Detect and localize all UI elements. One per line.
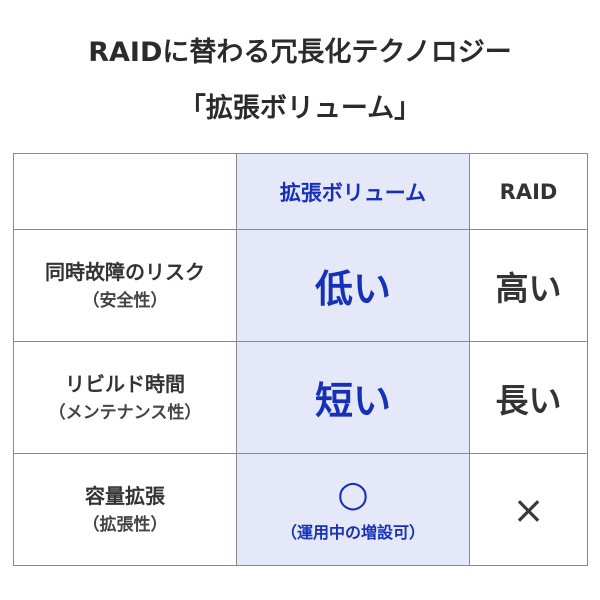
raid-cell: 長い (469, 341, 588, 454)
page-title-line1: RAIDに替わる冗長化テクノロジー (88, 37, 512, 68)
table-row: 容量拡張 （拡張性） ○ （運用中の増設可） × (13, 453, 588, 566)
circle-mark-icon: ○ (337, 473, 369, 515)
header-extended-volume: 拡張ボリューム (236, 153, 470, 230)
extended-volume-cell: 短い (236, 341, 470, 454)
row-label-main: リビルド時間 (65, 371, 185, 396)
header-extended-volume-label: 拡張ボリューム (279, 180, 427, 205)
row-label-sub: （拡張性） (82, 514, 168, 535)
row-label-cell: 同時故障のリスク （安全性） (13, 229, 237, 342)
row-label-cell: 容量拡張 （拡張性） (13, 453, 237, 566)
comparison-table: 拡張ボリューム RAID 同時故障のリスク （安全性） 低い 高い リビルド時間… (13, 153, 588, 566)
extended-volume-cell: ○ （運用中の増設可） (236, 453, 470, 566)
header-raid: RAID (469, 153, 588, 230)
table-header-row: 拡張ボリューム RAID (13, 153, 588, 230)
raid-cell: 高い (469, 229, 588, 342)
table-row: リビルド時間 （メンテナンス性） 短い 長い (13, 341, 588, 454)
row-label-main: 同時故障のリスク (45, 259, 205, 284)
extended-volume-value: 低い (314, 267, 391, 311)
extended-volume-note: （運用中の増設可） (280, 522, 425, 542)
table-row: 同時故障のリスク （安全性） 低い 高い (13, 229, 588, 342)
cross-mark-icon: × (512, 487, 545, 532)
row-label-sub: （安全性） (82, 290, 168, 311)
extended-volume-value: 短い (314, 379, 391, 423)
extended-volume-cell: 低い (236, 229, 470, 342)
raid-cell: × (469, 453, 588, 566)
raid-value: 長い (495, 380, 562, 420)
raid-value: 高い (495, 268, 562, 308)
header-corner-cell (13, 153, 237, 230)
row-label-cell: リビルド時間 （メンテナンス性） (13, 341, 237, 454)
page-title-line2: 「拡張ボリューム」 (178, 93, 422, 124)
header-raid-label: RAID (499, 179, 558, 204)
row-label-sub: （メンテナンス性） (48, 402, 202, 423)
row-label-main: 容量拡張 (85, 483, 165, 508)
